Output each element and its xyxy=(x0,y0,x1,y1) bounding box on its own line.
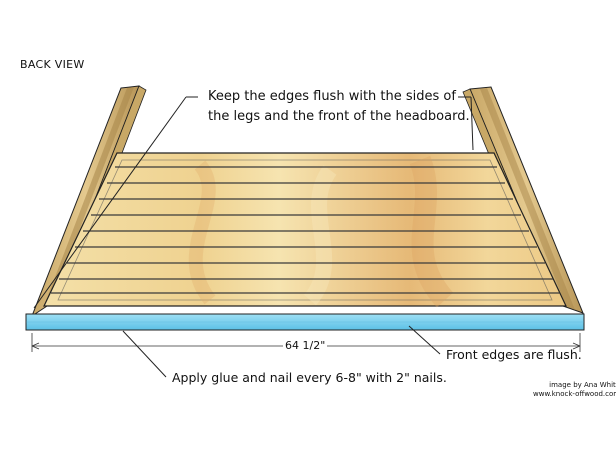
flush-edges-callout: Keep the edges flush with the sides of t… xyxy=(208,87,470,127)
plywood-panel xyxy=(43,152,567,308)
leader-lines xyxy=(33,96,474,378)
image-credit: image by Ana White www.knock-offwood.com xyxy=(533,381,616,399)
front-edge-board xyxy=(25,313,585,331)
view-title: BACK VIEW xyxy=(20,58,85,71)
glue-nail-callout: Apply glue and nail every 6-8" with 2" n… xyxy=(172,370,447,385)
slat-lines xyxy=(51,166,560,294)
front-edges-callout: Front edges are flush. xyxy=(446,347,582,362)
flush-edges-callout-line1: Keep the edges flush with the sides of xyxy=(208,89,456,104)
credit-author: image by Ana White xyxy=(549,381,616,389)
flush-edges-callout-line2: the legs and the front of the headboard. xyxy=(208,109,470,124)
width-dimension-label: 64 1/2" xyxy=(283,339,328,352)
credit-url: www.knock-offwood.com xyxy=(533,390,616,398)
